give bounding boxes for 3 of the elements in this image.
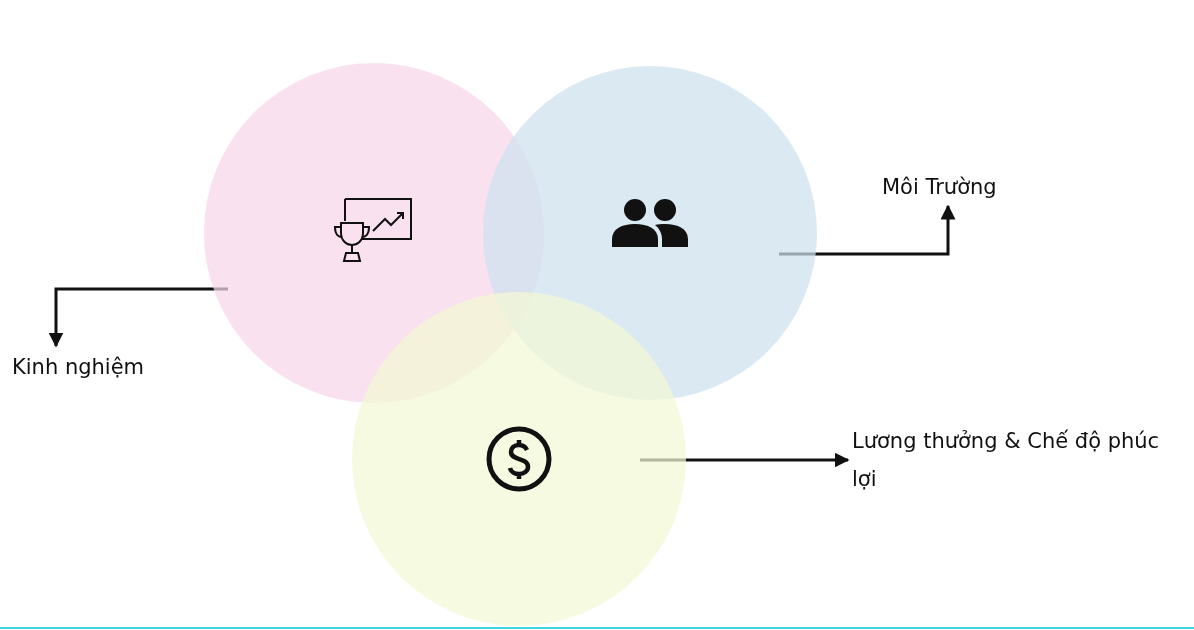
category-label: Kinh nghiệm — [12, 348, 145, 386]
category-label: Môi Trường — [882, 168, 997, 206]
category-label: Lương thưởng & Chế độ phúc lợi — [852, 422, 1162, 498]
